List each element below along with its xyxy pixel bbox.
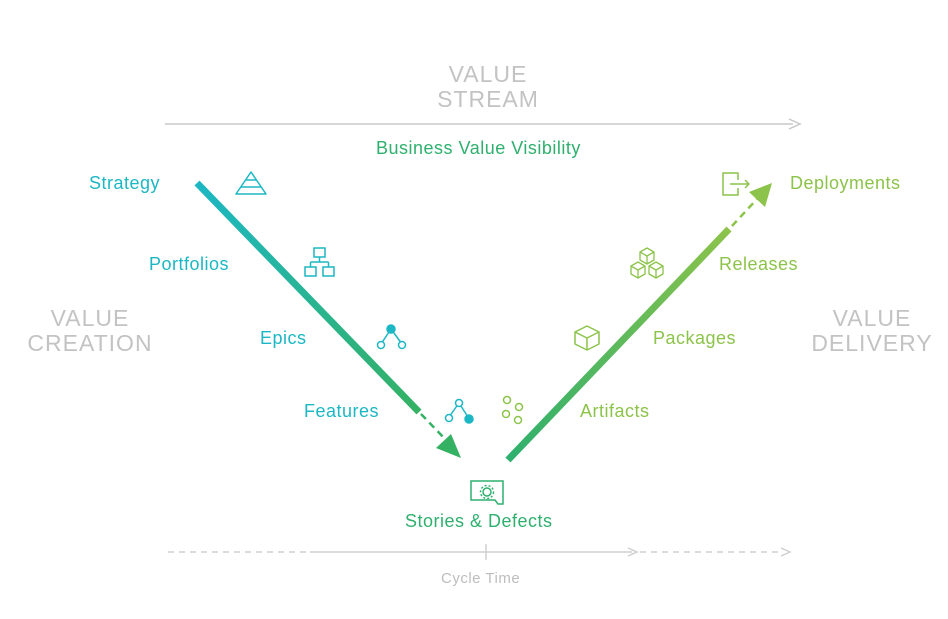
business-value-visibility: Business Value Visibility [376, 138, 581, 158]
scattered-circles-icon [501, 395, 524, 425]
value-creation-title: VALUE CREATION [20, 306, 160, 356]
value-stream-title: VALUE STREAM [428, 62, 548, 112]
stage-epics: Epics [260, 328, 307, 348]
org-chart-icon [304, 247, 335, 277]
value-stream-arrow [165, 118, 802, 130]
stage-stories-defects: Stories & Defects [405, 511, 553, 531]
value-creation-line2: CREATION [27, 330, 153, 356]
value-delivery-title: VALUE DELIVERY [802, 306, 942, 356]
pyramid-icon [235, 171, 267, 195]
value-delivery-line2: DELIVERY [811, 330, 933, 356]
value-delivery-line1: VALUE [832, 305, 912, 331]
delivery-arrow [505, 183, 772, 463]
stage-deployments: Deployments [790, 173, 901, 193]
stage-artifacts: Artifacts [580, 401, 650, 421]
cube-icon [574, 325, 600, 351]
story-card-icon [470, 480, 504, 505]
stage-packages: Packages [653, 328, 737, 348]
cycle-time-arrow [168, 544, 792, 560]
value-stream-title-line2: STREAM [437, 86, 539, 112]
stage-releases: Releases [719, 254, 799, 274]
cycle-time-label: Cycle Time [441, 570, 521, 587]
export-icon [722, 172, 750, 196]
stage-strategy: Strategy [89, 173, 161, 193]
epic-node-icon [376, 324, 407, 350]
stage-portfolios: Portfolios [149, 254, 230, 274]
value-creation-line1: VALUE [50, 305, 130, 331]
stacked-cubes-icon [630, 247, 664, 279]
stage-features: Features [304, 401, 380, 421]
value-stream-title-line1: VALUE [448, 61, 528, 87]
creation-arrow [194, 180, 461, 458]
feature-node-icon [444, 398, 474, 424]
